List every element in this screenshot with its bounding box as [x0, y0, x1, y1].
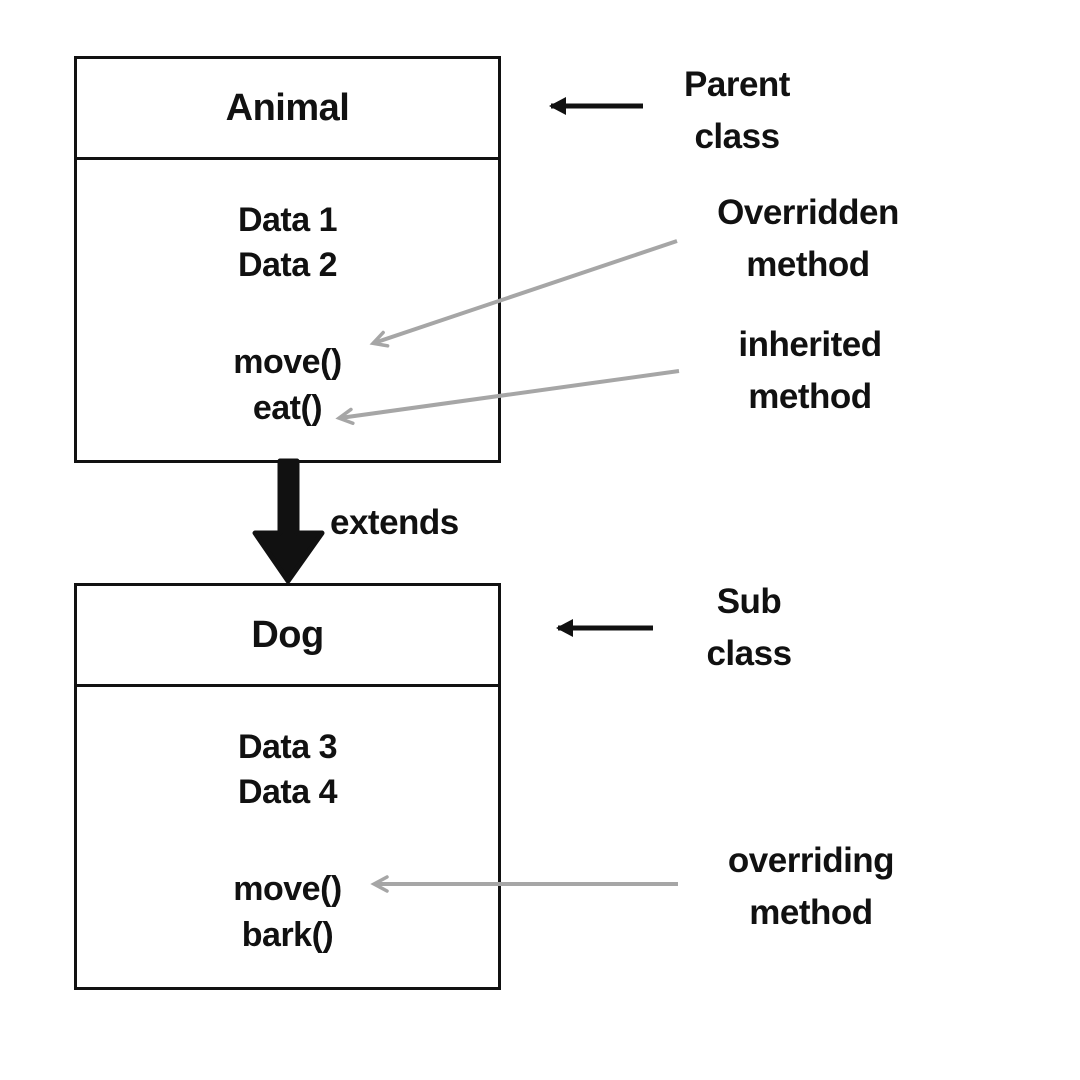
sub-class-title: Dog — [77, 586, 498, 687]
parent-class-method-move: move() — [233, 343, 342, 381]
sub-class-field: Data 3 — [237, 728, 338, 766]
annotation-sub-class: Sub class — [589, 576, 909, 680]
parent-class-field: Data 1 — [237, 201, 338, 239]
sub-class-box: Dog Data 3 Data 4 move() bark() — [74, 583, 501, 990]
annotation-parent-class: Parent class — [577, 59, 897, 163]
parent-class-method-eat: eat() — [252, 389, 323, 427]
annotation-overriding-method: overriding method — [651, 835, 971, 939]
annotation-line: method — [746, 245, 870, 284]
annotation-line: Parent — [684, 65, 790, 104]
annotation-inherited-method: inherited method — [650, 319, 970, 423]
annotation-line: inherited — [738, 325, 882, 364]
annotation-line: class — [694, 117, 780, 156]
parent-class-title: Animal — [77, 59, 498, 160]
annotation-line: class — [706, 634, 792, 673]
sub-class-field: Data 4 — [237, 773, 338, 811]
annotation-line: overriding — [727, 841, 895, 880]
annotation-line: Overridden — [717, 193, 899, 232]
annotation-overridden-method: Overridden method — [648, 187, 968, 291]
sub-class-method-bark: bark() — [241, 916, 334, 954]
parent-class-box: Animal Data 1 Data 2 move() eat() — [74, 56, 501, 463]
annotation-line: Sub — [716, 582, 782, 621]
extends-arrow — [252, 458, 325, 584]
annotation-line: method — [748, 377, 872, 416]
sub-class-method-move: move() — [233, 870, 342, 908]
annotation-line: method — [749, 893, 873, 932]
parent-class-field: Data 2 — [237, 246, 338, 284]
extends-label: extends — [330, 503, 459, 542]
